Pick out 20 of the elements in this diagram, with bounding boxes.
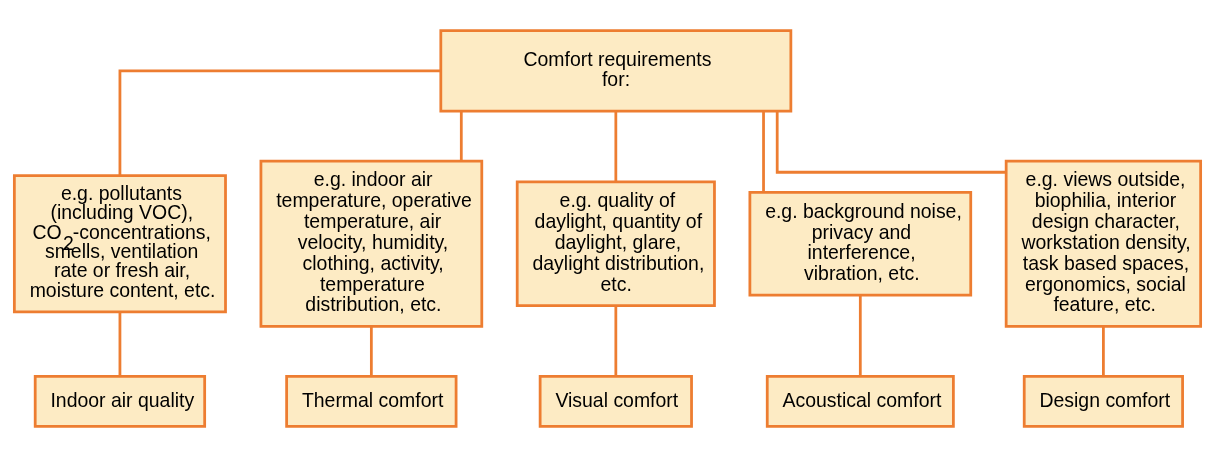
connector <box>118 312 122 377</box>
node-box: e.g. background noise, privacy and interference, vibration, etc. <box>748 191 973 297</box>
connector <box>614 305 618 377</box>
node-box: e.g. views outside, biophilia, interior design character, workstation density, task based spaces, ergonomics, social feature, etc. <box>1004 159 1203 328</box>
node-box: Comfort requirements for: <box>439 29 793 113</box>
connector <box>762 111 765 193</box>
node-box: e.g. indoor air temperature, operative temperature, air velocity, humidity, clothing, activity, temperature distribution, etc. <box>259 159 484 328</box>
connector <box>614 111 618 182</box>
connector <box>459 111 463 161</box>
node-box: Visual comfort <box>538 375 693 428</box>
node-box: Design comfort <box>1022 375 1184 428</box>
connector <box>369 326 373 377</box>
node-box: Thermal comfort <box>285 375 458 428</box>
node-box: Indoor air quality <box>33 375 207 428</box>
connector <box>775 111 1006 174</box>
connector <box>858 295 862 377</box>
node-box: e.g. quality of daylight, quantity of daylight, glare, daylight distribution, etc. <box>515 180 716 307</box>
connector <box>118 69 441 176</box>
connector <box>1102 326 1105 377</box>
node-box: Acoustical comfort <box>765 375 955 428</box>
